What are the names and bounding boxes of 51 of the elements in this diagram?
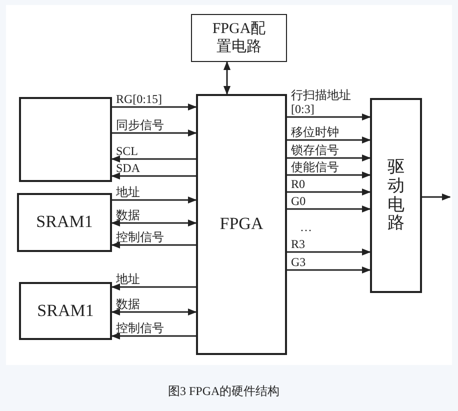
block-label: SRAM1: [36, 212, 93, 233]
edge-label: RG[0:15]: [116, 92, 162, 106]
edge-label: 控制信号: [116, 321, 164, 335]
arrow: [111, 332, 196, 340]
figure-caption: 图3 FPGA的硬件结构: [168, 383, 280, 400]
arrow: [111, 241, 196, 249]
arrow: [112, 129, 197, 137]
arrow: [287, 171, 371, 179]
block-box: [19, 282, 112, 340]
arrow: [287, 266, 371, 274]
arrow: [111, 308, 197, 316]
arrow: [287, 188, 371, 196]
block-box: [191, 14, 287, 62]
arrow: [223, 61, 231, 95]
arrow: [111, 219, 197, 227]
edge-label: R3: [291, 237, 306, 251]
arrow: [112, 103, 197, 111]
arrow: [111, 172, 196, 180]
ellipsis-label: …: [300, 220, 312, 234]
block-label: FPGA: [220, 214, 264, 235]
edge-label: 控制信号: [116, 230, 164, 244]
block-label: SRAM1: [37, 300, 94, 322]
edge-label: 地址: [116, 272, 140, 286]
edge-label: 地址: [116, 185, 140, 199]
arrow: [287, 113, 371, 121]
edge-label: 锁存信号: [291, 143, 340, 157]
edge-label: G3: [291, 255, 307, 269]
edge-label: 行扫描地址[0:3]: [291, 88, 352, 116]
arrow: [287, 136, 371, 144]
block-label: FPGA配置电路: [211, 20, 267, 56]
edge-label: G0: [291, 194, 307, 208]
edge-label: 使能信号: [291, 160, 340, 174]
block-box: [370, 98, 422, 293]
edge-label: SDA: [116, 161, 140, 175]
arrow: [422, 193, 451, 201]
arrow: [287, 248, 371, 256]
block-box: [19, 97, 112, 182]
edge-label: 数据: [116, 297, 140, 311]
arrow: [111, 155, 196, 163]
edge-label: 同步信号: [116, 118, 164, 132]
edge-label: 移位时钟: [291, 125, 340, 139]
arrow: [287, 154, 371, 162]
arrow: [112, 196, 197, 204]
edge-label: 数据: [116, 208, 140, 222]
edge-label: R0: [291, 177, 306, 191]
edge-label: SCL: [116, 144, 138, 158]
arrow: [111, 283, 196, 291]
block-label: 驱动电路: [388, 158, 404, 233]
fpga-block: [196, 94, 287, 355]
arrow: [287, 205, 371, 213]
block-box: [17, 193, 112, 252]
